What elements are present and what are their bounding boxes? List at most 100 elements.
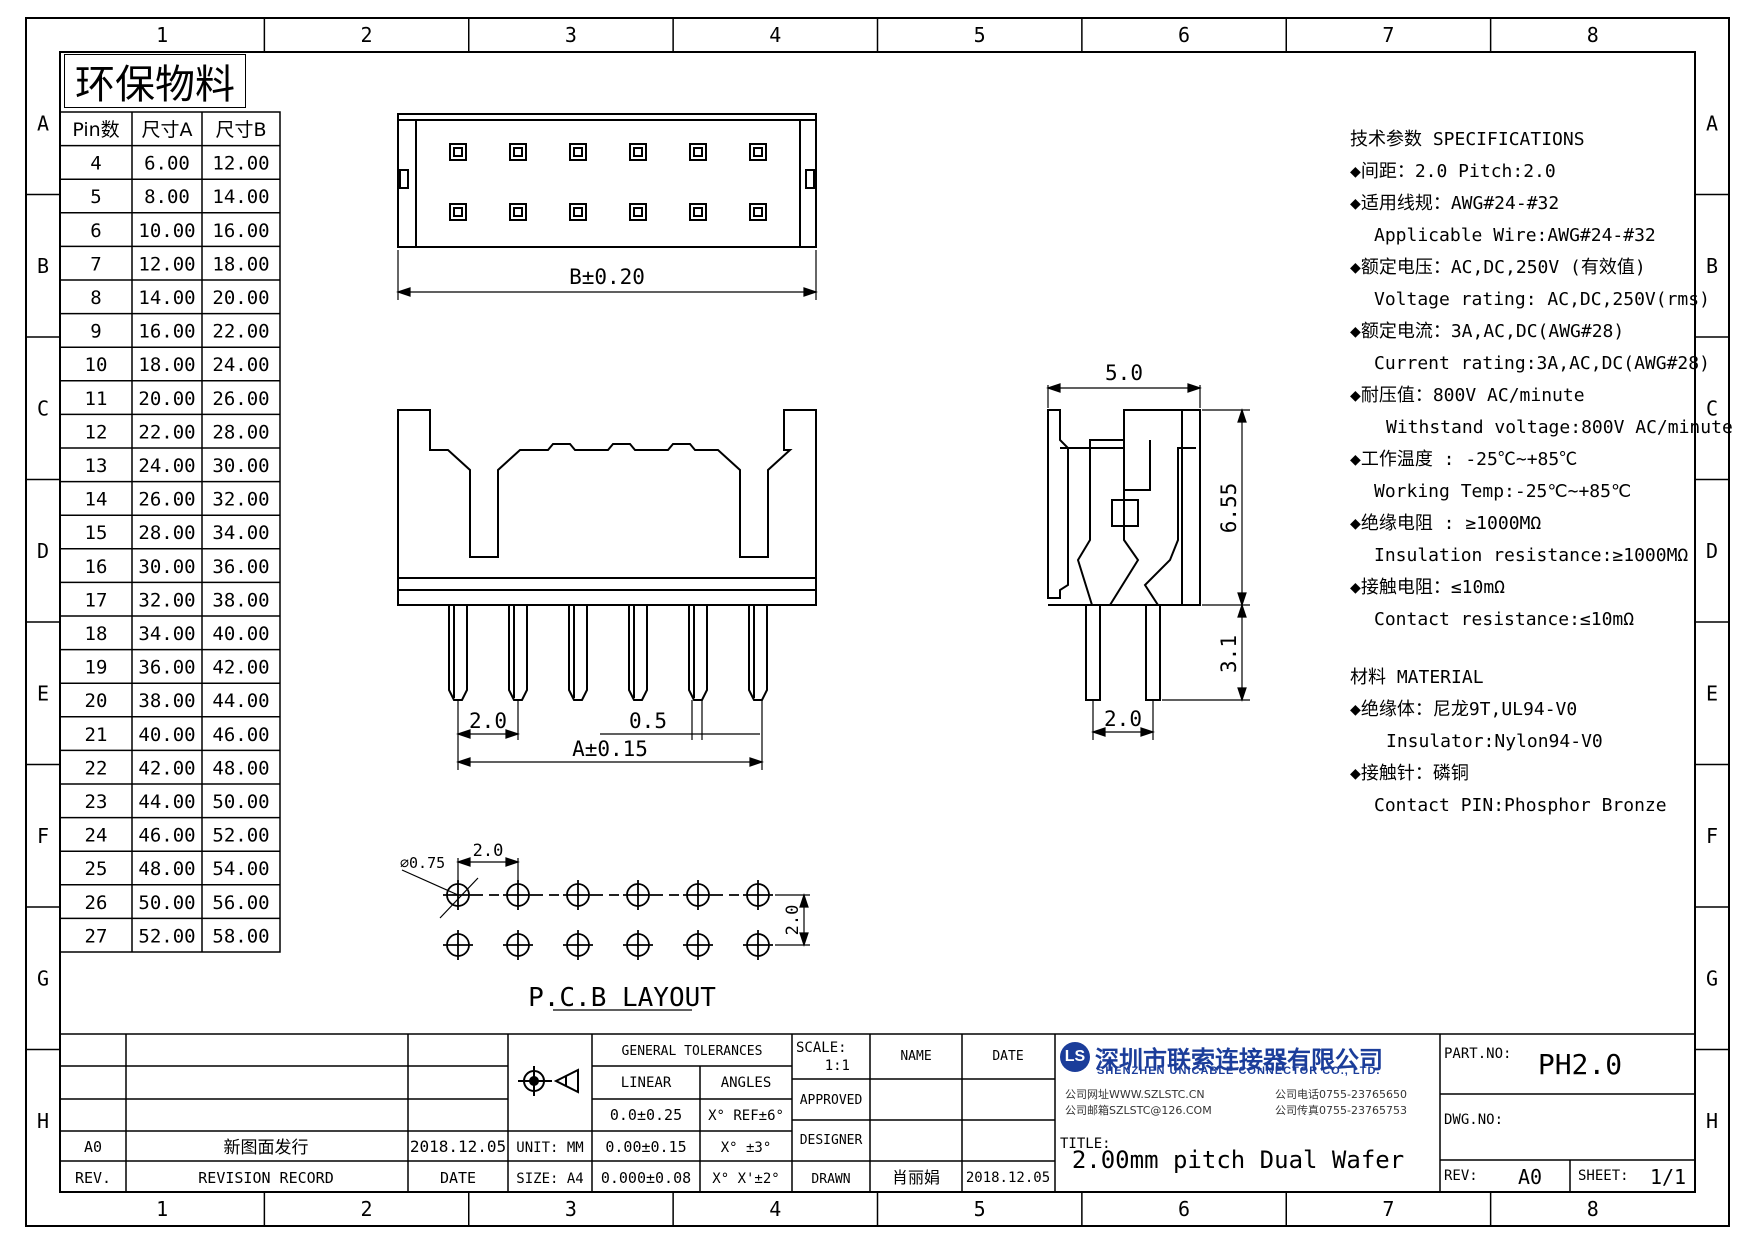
pin-table-cell: 32.00 xyxy=(212,489,269,511)
pin-table-cell: 22 xyxy=(85,757,108,779)
grid-row-label: C xyxy=(37,396,49,420)
side-view xyxy=(1047,409,1201,701)
top-view-pad-inner xyxy=(573,147,583,157)
front-view-pin xyxy=(748,605,768,701)
dim-side xyxy=(1046,383,1250,740)
sheet-label: SHEET: xyxy=(1578,1168,1629,1184)
grid-col-label: 6 xyxy=(1178,1197,1190,1221)
spec-line: Insulation resistance:≥1000MΩ xyxy=(1374,545,1689,566)
top-view-pad xyxy=(449,143,467,161)
spec-line: Voltage rating: AC,DC,250V(rms) xyxy=(1374,289,1710,310)
name-label: NAME xyxy=(900,1049,931,1064)
spec-line: ◆工作温度 : -25℃~+85℃ xyxy=(1350,449,1578,470)
top-view-pad xyxy=(509,143,527,161)
rev-desc: 新图面发行 xyxy=(224,1138,309,1158)
grid-col-label: 7 xyxy=(1382,23,1394,47)
tol-2: 0.00±0.15 xyxy=(605,1138,686,1156)
pin-table-cell: 14.00 xyxy=(212,186,269,208)
top-view-pad-inner xyxy=(693,147,703,157)
pin-table-cell: 32.00 xyxy=(138,589,195,611)
top-view-pad xyxy=(749,143,767,161)
pin-table-cell: 24.00 xyxy=(212,354,269,376)
dwg-no-label: DWG.NO: xyxy=(1444,1112,1503,1128)
sheet-value: 1/1 xyxy=(1650,1165,1686,1189)
pcb-pitch-x: 2.0 xyxy=(473,841,504,861)
dim-pin-len: 3.1 xyxy=(1217,635,1241,673)
part-no-label: PART.NO: xyxy=(1444,1046,1511,1062)
top-view-pad-inner xyxy=(513,147,523,157)
company-name-en: SHENZHEN UNICABLE CONNECTOR CO., LTD. xyxy=(1097,1065,1381,1077)
pin-table-cell: 50.00 xyxy=(212,791,269,813)
rev-label: REV. xyxy=(75,1169,111,1187)
size: SIZE: A4 xyxy=(516,1171,583,1187)
dim-side-width: 5.0 xyxy=(1105,361,1143,385)
grid-col-label: 6 xyxy=(1178,23,1190,47)
grid-row-label: E xyxy=(1706,681,1718,705)
pin-table-cell: 13 xyxy=(85,455,108,477)
grid-row-label: A xyxy=(1706,111,1718,135)
pin-table-cell: 26.00 xyxy=(212,388,269,410)
rev2-label: REV: xyxy=(1444,1168,1478,1184)
grid-row-label: E xyxy=(37,681,49,705)
top-view-pad xyxy=(449,203,467,221)
spec-line: Contact PIN:Phosphor Bronze xyxy=(1374,795,1667,816)
general-tolerances: GENERAL TOLERANCES xyxy=(622,1044,763,1059)
ang-3: X° X'±2° xyxy=(712,1171,779,1187)
pin-table-cell: 24 xyxy=(85,825,108,847)
pin-table-cell: 28.00 xyxy=(212,421,269,443)
title-block-lines xyxy=(59,1033,1696,1193)
grid-col-label: 7 xyxy=(1382,1197,1394,1221)
top-view-pad-inner xyxy=(453,207,463,217)
drawn: DRAWN xyxy=(811,1172,850,1187)
rev-value: A0 xyxy=(84,1138,102,1156)
top-view-pads xyxy=(449,143,767,221)
pin-table-cell: 30.00 xyxy=(212,455,269,477)
dim-pin-width: 0.5 xyxy=(629,709,667,733)
pin-table-cell: 8.00 xyxy=(144,186,190,208)
pin-table-cell: 19 xyxy=(85,657,108,679)
spec-line: Insulator:Nylon94-V0 xyxy=(1386,731,1603,752)
pin-table-cell: 40.00 xyxy=(212,623,269,645)
top-view-pad xyxy=(509,203,527,221)
spec-gap xyxy=(1350,636,1710,662)
grid-col-label: 1 xyxy=(156,1197,168,1221)
dim-a: A±0.15 xyxy=(572,737,648,761)
company-tel: 公司电话0755-23765650 xyxy=(1275,1088,1407,1101)
top-view-pad xyxy=(629,143,647,161)
pin-table-cell: 46.00 xyxy=(138,825,195,847)
grid-col-label: 8 xyxy=(1587,1197,1599,1221)
pin-table-cell: 50.00 xyxy=(138,892,195,914)
company-website: 公司网址WWW.SZLSTC.CN xyxy=(1065,1088,1205,1101)
company-name-cn: 深圳市联索连接器有限公司 xyxy=(1095,1046,1383,1074)
grid-col-label: 5 xyxy=(974,1197,986,1221)
pin-table-cell: 6.00 xyxy=(144,153,190,175)
pin-table-cell: 23 xyxy=(85,791,108,813)
grid-row-label: F xyxy=(37,824,49,848)
spec-line: ◆耐压值：800V AC/minute xyxy=(1350,385,1585,406)
linear-label: LINEAR xyxy=(621,1075,672,1091)
spec-heading: 材料 MATERIAL xyxy=(1350,667,1484,688)
pin-table-cell: 56.00 xyxy=(212,892,269,914)
pin-table-cell: 17 xyxy=(85,589,108,611)
specifications-panel: 技术参数 SPECIFICATIONS◆间距：2.0 Pitch:2.0◆适用线… xyxy=(1350,124,1733,822)
grid-row-label: B xyxy=(1706,254,1718,278)
designer: DESIGNER xyxy=(800,1133,863,1148)
scale-label: SCALE: xyxy=(796,1040,847,1056)
pin-table-cell: 11 xyxy=(85,388,108,410)
pin-table-cell: 8 xyxy=(90,287,101,309)
front-view-pin xyxy=(508,605,528,701)
grid-row-label: C xyxy=(1706,396,1718,420)
title-label: TITLE: xyxy=(1060,1136,1111,1152)
top-view-pad xyxy=(569,143,587,161)
pin-table-header: Pin数 xyxy=(72,119,119,141)
dim-front xyxy=(456,700,764,770)
dim-pcb xyxy=(401,857,810,1011)
pin-table-cell: 12.00 xyxy=(138,253,195,275)
spec-line: ◆适用线规：AWG#24-#32 xyxy=(1350,193,1560,214)
pin-table-cell: 22.00 xyxy=(138,421,195,443)
pin-table-cell: 9 xyxy=(90,321,101,343)
pin-table-cell: 20 xyxy=(85,690,108,712)
tol-3: 0.000±0.08 xyxy=(601,1169,691,1187)
spec-line: ◆接触针：磷铜 xyxy=(1350,763,1469,784)
